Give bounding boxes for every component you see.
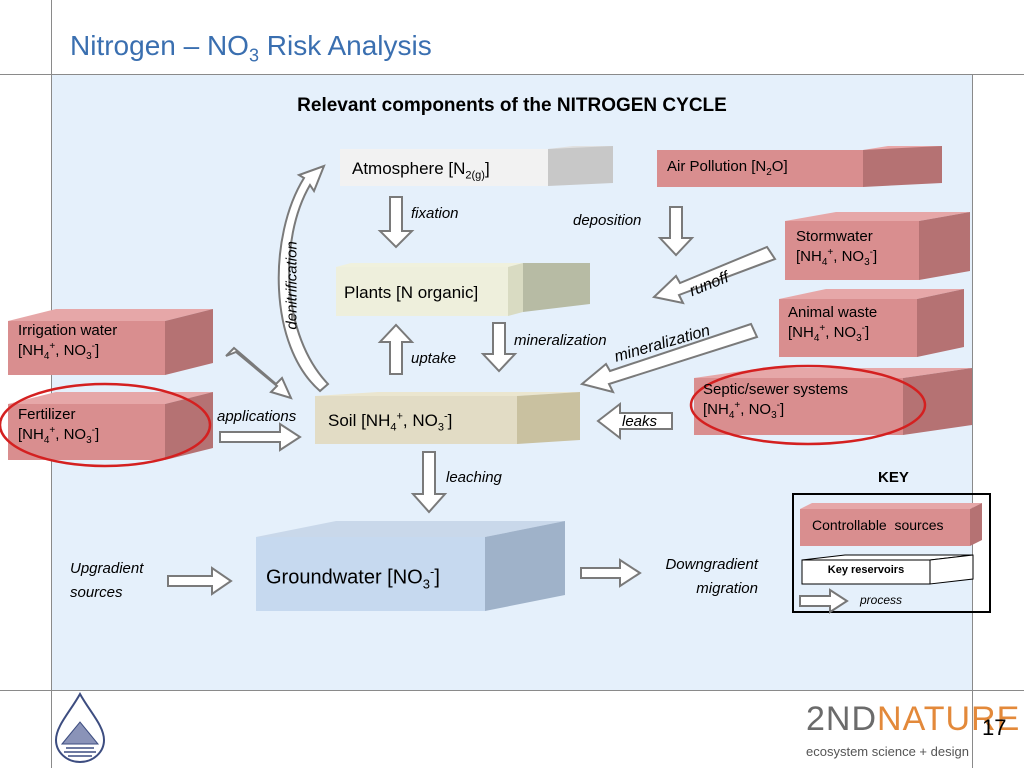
fertilizer-species: [NH4+, NO3-]	[18, 424, 100, 446]
fixation-arrow	[377, 196, 415, 249]
runoff-arrow	[651, 245, 777, 305]
key-process-arrow	[799, 588, 849, 614]
irrigation-arrow	[225, 346, 293, 400]
deposition-label: deposition	[573, 212, 642, 229]
slide-title: Nitrogen – NO3 Risk Analysis	[70, 30, 432, 66]
plants-label: Plants [N organic]	[344, 283, 479, 302]
animal-waste-label: Animal waste [NH4+, NO3-]	[788, 304, 878, 344]
plants-box	[336, 263, 590, 316]
septic-label: Septic/sewer systems [NH4+, NO3-]	[703, 381, 849, 421]
septic-box	[694, 368, 972, 435]
stormwater-box	[785, 212, 970, 280]
key-legend	[792, 493, 991, 614]
denitrification-label: denitrification	[283, 241, 301, 330]
irrigation-species: [NH4+, NO3-]	[18, 340, 100, 362]
mineralization-arrow	[480, 322, 518, 373]
groundwater-label: Groundwater [NO3-]	[266, 564, 440, 592]
downgradient-label: Downgradient migration	[665, 556, 758, 597]
mineralization-label: mineralization	[514, 332, 607, 349]
leaks-arrow	[596, 401, 673, 441]
groundwater-box	[256, 521, 565, 611]
fixation-label: fixation	[411, 205, 459, 222]
soil-box	[315, 392, 580, 444]
air-pollution-label: Air Pollution [N2O]	[667, 158, 788, 178]
fertilizer-highlight-ring	[0, 382, 212, 468]
water-drop-logo	[54, 692, 106, 763]
brand-logo: 2NDNATURE	[806, 700, 1021, 738]
applications-arrow	[219, 422, 302, 452]
mineralization-right-arrow	[579, 322, 759, 394]
air-pollution-box	[657, 146, 942, 187]
upgradient-label: Upgradient sources	[70, 560, 144, 601]
leaching-arrow	[410, 451, 448, 514]
atmosphere-label: Atmosphere [N2(g)]	[352, 159, 490, 182]
septic-species: [NH4+, NO3-]	[703, 399, 785, 421]
uptake-arrow	[377, 323, 415, 375]
downgradient-arrow	[580, 558, 642, 588]
denitrification-arrow	[277, 164, 330, 393]
brand-tagline: ecosystem science + design	[806, 744, 969, 759]
stormwater-label: Stormwater [NH4+, NO3-]	[796, 228, 878, 268]
septic-highlight-ring	[689, 364, 927, 446]
fertilizer-label: Fertilizer [NH4+, NO3-]	[18, 406, 100, 446]
applications-label: applications	[217, 408, 297, 425]
upgradient-arrow	[167, 566, 233, 596]
leaching-label: leaching	[446, 469, 502, 486]
irrigation-label: Irrigation water [NH4+, NO3-]	[18, 322, 118, 362]
key-reservoirs-label: Key reservoirs	[827, 564, 905, 576]
uptake-label: uptake	[411, 350, 457, 367]
animal-waste-box	[779, 289, 964, 357]
key-title: KEY	[878, 469, 909, 486]
key-controllable-label: Controllable sources	[812, 517, 944, 533]
deposition-arrow	[657, 206, 695, 257]
atmosphere-box	[340, 146, 613, 186]
diagram-title: Relevant components of the NITROGEN CYCL…	[297, 95, 727, 116]
soil-label: Soil [NH4+, NO3-]	[328, 410, 453, 434]
irrigation-box	[8, 309, 213, 375]
stormwater-species: [NH4+, NO3-]	[796, 246, 878, 268]
leaks-label: leaks	[622, 413, 658, 430]
page-number: 17	[982, 715, 1007, 740]
animal-waste-species: [NH4+, NO3-]	[788, 322, 870, 344]
key-process-label: process	[860, 593, 903, 607]
